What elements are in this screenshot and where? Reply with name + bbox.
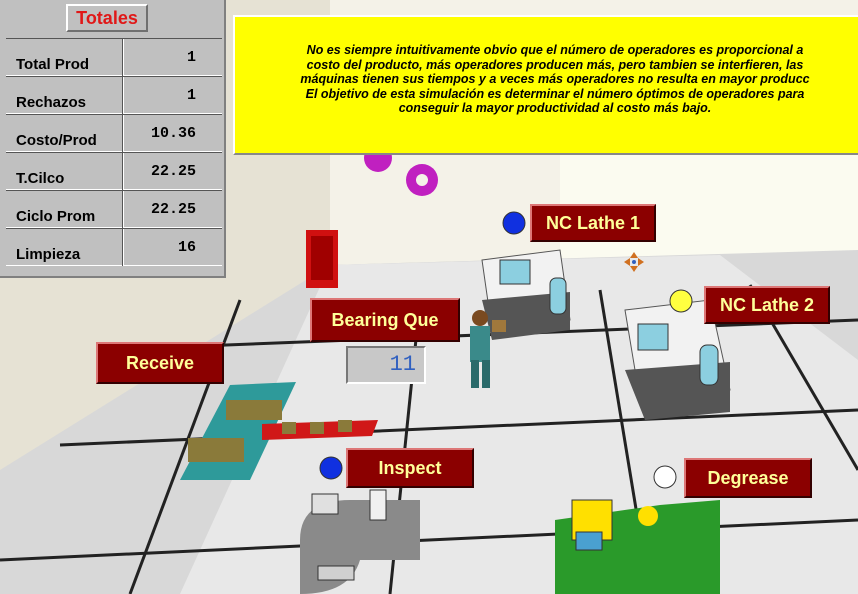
row-label: Total Prod	[16, 56, 90, 73]
info-message-text: No es siempre intuitivamente obvio que e…	[300, 43, 810, 115]
row-label: T.Cilco	[16, 170, 65, 187]
inspect-label[interactable]: Inspect	[346, 448, 474, 488]
nc-lathe-2-label[interactable]: NC Lathe 2	[704, 286, 830, 324]
totales-row-costo-prod: Costo/Prod 10.36	[6, 114, 222, 152]
row-value: 16	[177, 239, 196, 256]
totales-row-limpieza: Limpieza 16	[6, 228, 222, 266]
row-value: 22.25	[150, 163, 196, 180]
info-message-box: No es siempre intuitivamente obvio que e…	[233, 15, 858, 155]
totales-row-t-cilco: T.Cilco 22.25	[6, 152, 222, 190]
row-label: Ciclo Prom	[16, 208, 96, 225]
degrease-machine	[555, 499, 720, 594]
row-label: Costo/Prod	[16, 132, 97, 149]
degrease-label[interactable]: Degrease	[684, 458, 812, 498]
nc-lathe-1-label[interactable]: NC Lathe 1	[530, 204, 656, 242]
bearing-queue-count: 11	[346, 346, 426, 384]
receive-label[interactable]: Receive	[96, 342, 224, 384]
totales-table: Total Prod 1 Rechazos 1 Costo/Prod 10.36 T.…	[6, 38, 222, 266]
row-value: 1	[186, 49, 196, 66]
fire-cabinet	[306, 230, 338, 288]
receive-conveyor	[180, 382, 378, 480]
row-label: Limpieza	[16, 246, 81, 263]
row-label: Rechazos	[16, 94, 87, 111]
operator-figure	[470, 310, 506, 388]
move-cursor-icon	[624, 252, 644, 272]
row-value: 10.36	[150, 125, 196, 142]
totales-row-total-prod: Total Prod 1	[6, 38, 222, 76]
totales-row-ciclo-prom: Ciclo Prom 22.25	[6, 190, 222, 228]
row-value: 1	[186, 87, 196, 104]
row-value: 22.25	[150, 201, 196, 218]
totales-panel: Totales Total Prod 1 Rechazos 1 Costo/Prod…	[0, 0, 226, 278]
totales-row-rechazos: Rechazos 1	[6, 76, 222, 114]
inspect-workstation	[300, 489, 420, 594]
bearing-que-label[interactable]: Bearing Que	[310, 298, 460, 342]
totales-title: Totales	[66, 4, 148, 32]
